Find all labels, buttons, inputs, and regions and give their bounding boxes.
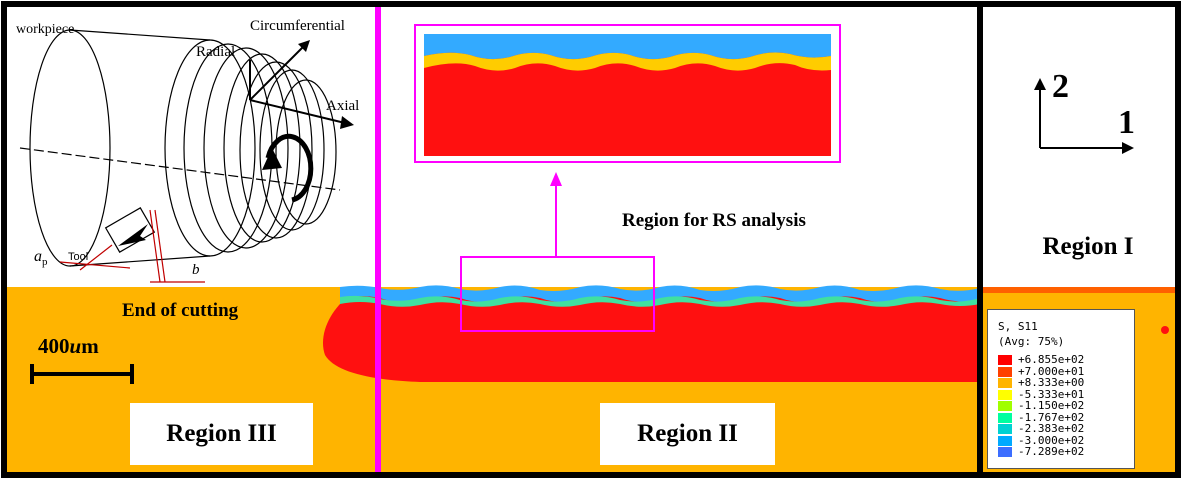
feed-arrow — [118, 224, 148, 246]
divider-magenta — [375, 7, 381, 472]
axis-1-label: 1 — [1118, 104, 1135, 141]
legend-row: +6.855e+02 — [998, 353, 1085, 366]
legend-value: +6.855e+02 — [1018, 353, 1085, 366]
legend-row: -3.000e+02 — [998, 433, 1085, 447]
region-2-label: Region II — [600, 403, 775, 465]
legend-row: -1.767e+02 — [998, 410, 1085, 424]
inset-circumferential-label: Circumferential — [250, 18, 345, 34]
legend-swatch — [998, 424, 1012, 434]
legend-value: +8.333e+00 — [1018, 376, 1085, 389]
rs-region-label: Region for RS analysis — [622, 210, 806, 231]
legend-value: -2.383e+02 — [1018, 422, 1085, 435]
legend-swatch — [998, 378, 1012, 388]
legend-swatch — [998, 412, 1012, 423]
legend-value: -3.000e+02 — [1018, 433, 1085, 447]
inset-axial-axis — [249, 99, 346, 124]
inset-radial-label: Radial — [196, 44, 236, 60]
zoom-surface-yellow — [424, 52, 831, 71]
legend-swatch — [998, 355, 1012, 365]
inset-tool-label: Tool — [68, 251, 89, 263]
legend-row: +8.333e+00 — [998, 376, 1085, 389]
region1-surface — [982, 287, 1177, 293]
legend-row: -7.289e+02 — [998, 445, 1085, 458]
region-1-label: Region I — [1042, 233, 1134, 260]
stress-plume — [322, 292, 980, 382]
legend-swatch — [998, 389, 1012, 400]
legend-swatch — [998, 401, 1012, 411]
legend-swatch — [998, 435, 1012, 446]
inset-ap-label: ap — [34, 248, 48, 268]
legend-value: -1.767e+02 — [1018, 410, 1085, 424]
scale-bar-label: 400um — [38, 334, 99, 359]
surface-band-green — [340, 295, 980, 307]
inset-axial-label: Axial — [326, 98, 360, 114]
inset-b-label: b — [192, 262, 200, 278]
region1-speck — [1161, 326, 1169, 334]
legend-swatch — [998, 366, 1012, 377]
legend-value: -7.289e+02 — [1018, 445, 1085, 458]
divider-black — [977, 7, 983, 472]
legend-value: +7.000e+01 — [1018, 364, 1085, 378]
scale-bar-number: 400 — [38, 334, 70, 358]
zoom-surface-blue — [424, 34, 831, 60]
ap-symbol: a — [34, 248, 42, 265]
zoom-frame — [414, 24, 841, 163]
scale-bar-unit-m: m — [81, 334, 99, 358]
surface-band-blue — [340, 285, 980, 303]
legend-subtitle: (Avg: 75%) — [998, 335, 1065, 348]
inset-circ-axis — [249, 44, 306, 101]
inset-workpiece-label: workpiece — [16, 22, 75, 37]
legend-value: -1.150e+02 — [1018, 399, 1085, 412]
rs-source-box — [460, 256, 655, 332]
workpiece-sketch — [19, 29, 341, 283]
region-3-label: Region III — [130, 403, 313, 465]
legend-row: -2.383e+02 — [998, 422, 1085, 435]
legend-title: S, S11 — [998, 320, 1038, 333]
legend-row: -5.333e+01 — [998, 387, 1085, 401]
end-of-cutting-label: End of cutting — [122, 300, 239, 321]
rs-arrow-head — [550, 172, 562, 186]
legend-row: -1.150e+02 — [998, 399, 1085, 412]
ap-subscript: p — [42, 256, 48, 269]
inset-circ-head — [298, 40, 310, 52]
legend-value: -5.333e+01 — [1018, 387, 1085, 401]
axis-1-head — [1122, 142, 1134, 154]
scale-bar-unit-mu: u — [69, 334, 82, 358]
inset-axial-head — [340, 116, 354, 129]
axis-2-head — [1034, 78, 1046, 90]
contour-legend: S, S11 (Avg: 75%) +6.855e+02+7.000e+01+8… — [987, 309, 1135, 469]
legend-row: +7.000e+01 — [998, 364, 1085, 378]
axis-2-label: 2 — [1052, 68, 1069, 105]
legend-swatch — [998, 447, 1012, 457]
